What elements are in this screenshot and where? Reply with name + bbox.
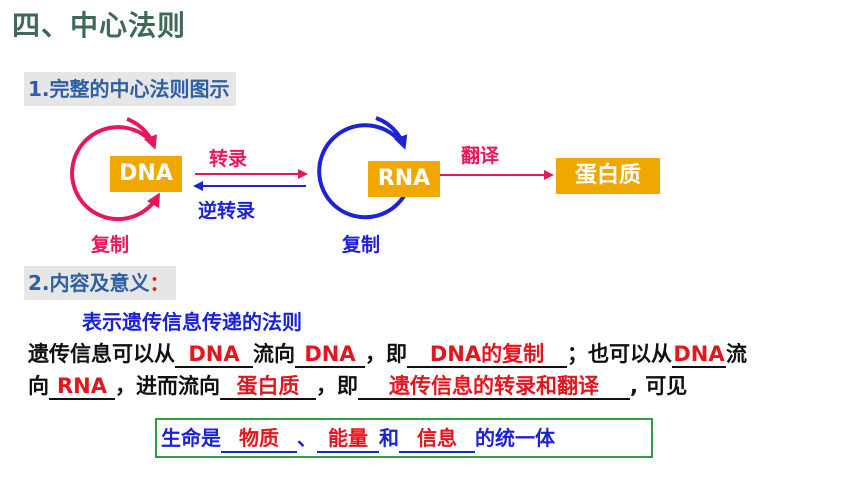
text-segment: ，即	[365, 342, 407, 366]
answer-blank-5: RNA	[49, 374, 115, 400]
rna-box: RNA	[368, 161, 440, 197]
answer-blank-4: DNA	[672, 342, 726, 368]
text-segment: ，即	[316, 374, 358, 398]
summary-blank-3: 信息	[399, 425, 475, 453]
text-segment: ，进而流向	[115, 374, 220, 398]
section2-heading-colon: ：	[149, 271, 170, 295]
answer-blank-3: DNA的复制	[407, 342, 567, 368]
protein-box: 蛋白质	[556, 158, 660, 194]
section2-heading-text: 2.内容及意义	[28, 271, 150, 295]
text-segment: 、	[297, 426, 317, 450]
section1-heading: 1.完整的中心法则图示	[24, 72, 236, 106]
summary-box: 生命是物质、能量和信息的统一体	[155, 418, 653, 458]
text-segment: 流向	[253, 342, 295, 366]
page-title: 四、中心法则	[12, 9, 187, 42]
answer-blank-6: 蛋白质	[220, 374, 316, 400]
text-segment: 流	[726, 342, 747, 366]
summary-blank-2: 能量	[317, 425, 379, 453]
text-segment: 的统一体	[475, 426, 555, 450]
rna-replication-label: 复制	[342, 234, 381, 256]
answer-blank-2: DNA	[295, 342, 365, 368]
text-segment: 遗传信息可以从	[28, 342, 175, 366]
rna-replication-loop	[317, 123, 406, 220]
summary-blank-1: 物质	[221, 425, 297, 453]
text-segment: 和	[379, 426, 399, 450]
dna-replication-loop	[70, 125, 160, 222]
text-segment: 生命是	[161, 426, 221, 450]
translation-label: 翻译	[461, 145, 500, 167]
transcription-label: 转录	[209, 148, 248, 170]
answer-blank-7: 遗传信息的转录和翻译	[358, 374, 630, 400]
answer-blank-1: DNA	[175, 342, 253, 368]
text-segment: ；也可以从	[567, 342, 672, 366]
section2-subtitle: 表示遗传信息传递的法则	[82, 310, 302, 334]
text-segment: , 可见	[630, 374, 688, 398]
dna-box: DNA	[110, 156, 182, 192]
text-segment: 向	[28, 374, 49, 398]
reverse-transcription-label: 逆转录	[198, 200, 256, 222]
summary-line: 生命是物质、能量和信息的统一体	[161, 425, 555, 453]
section2-heading: 2.内容及意义：	[24, 266, 176, 300]
dna-replication-label: 复制	[91, 234, 130, 256]
